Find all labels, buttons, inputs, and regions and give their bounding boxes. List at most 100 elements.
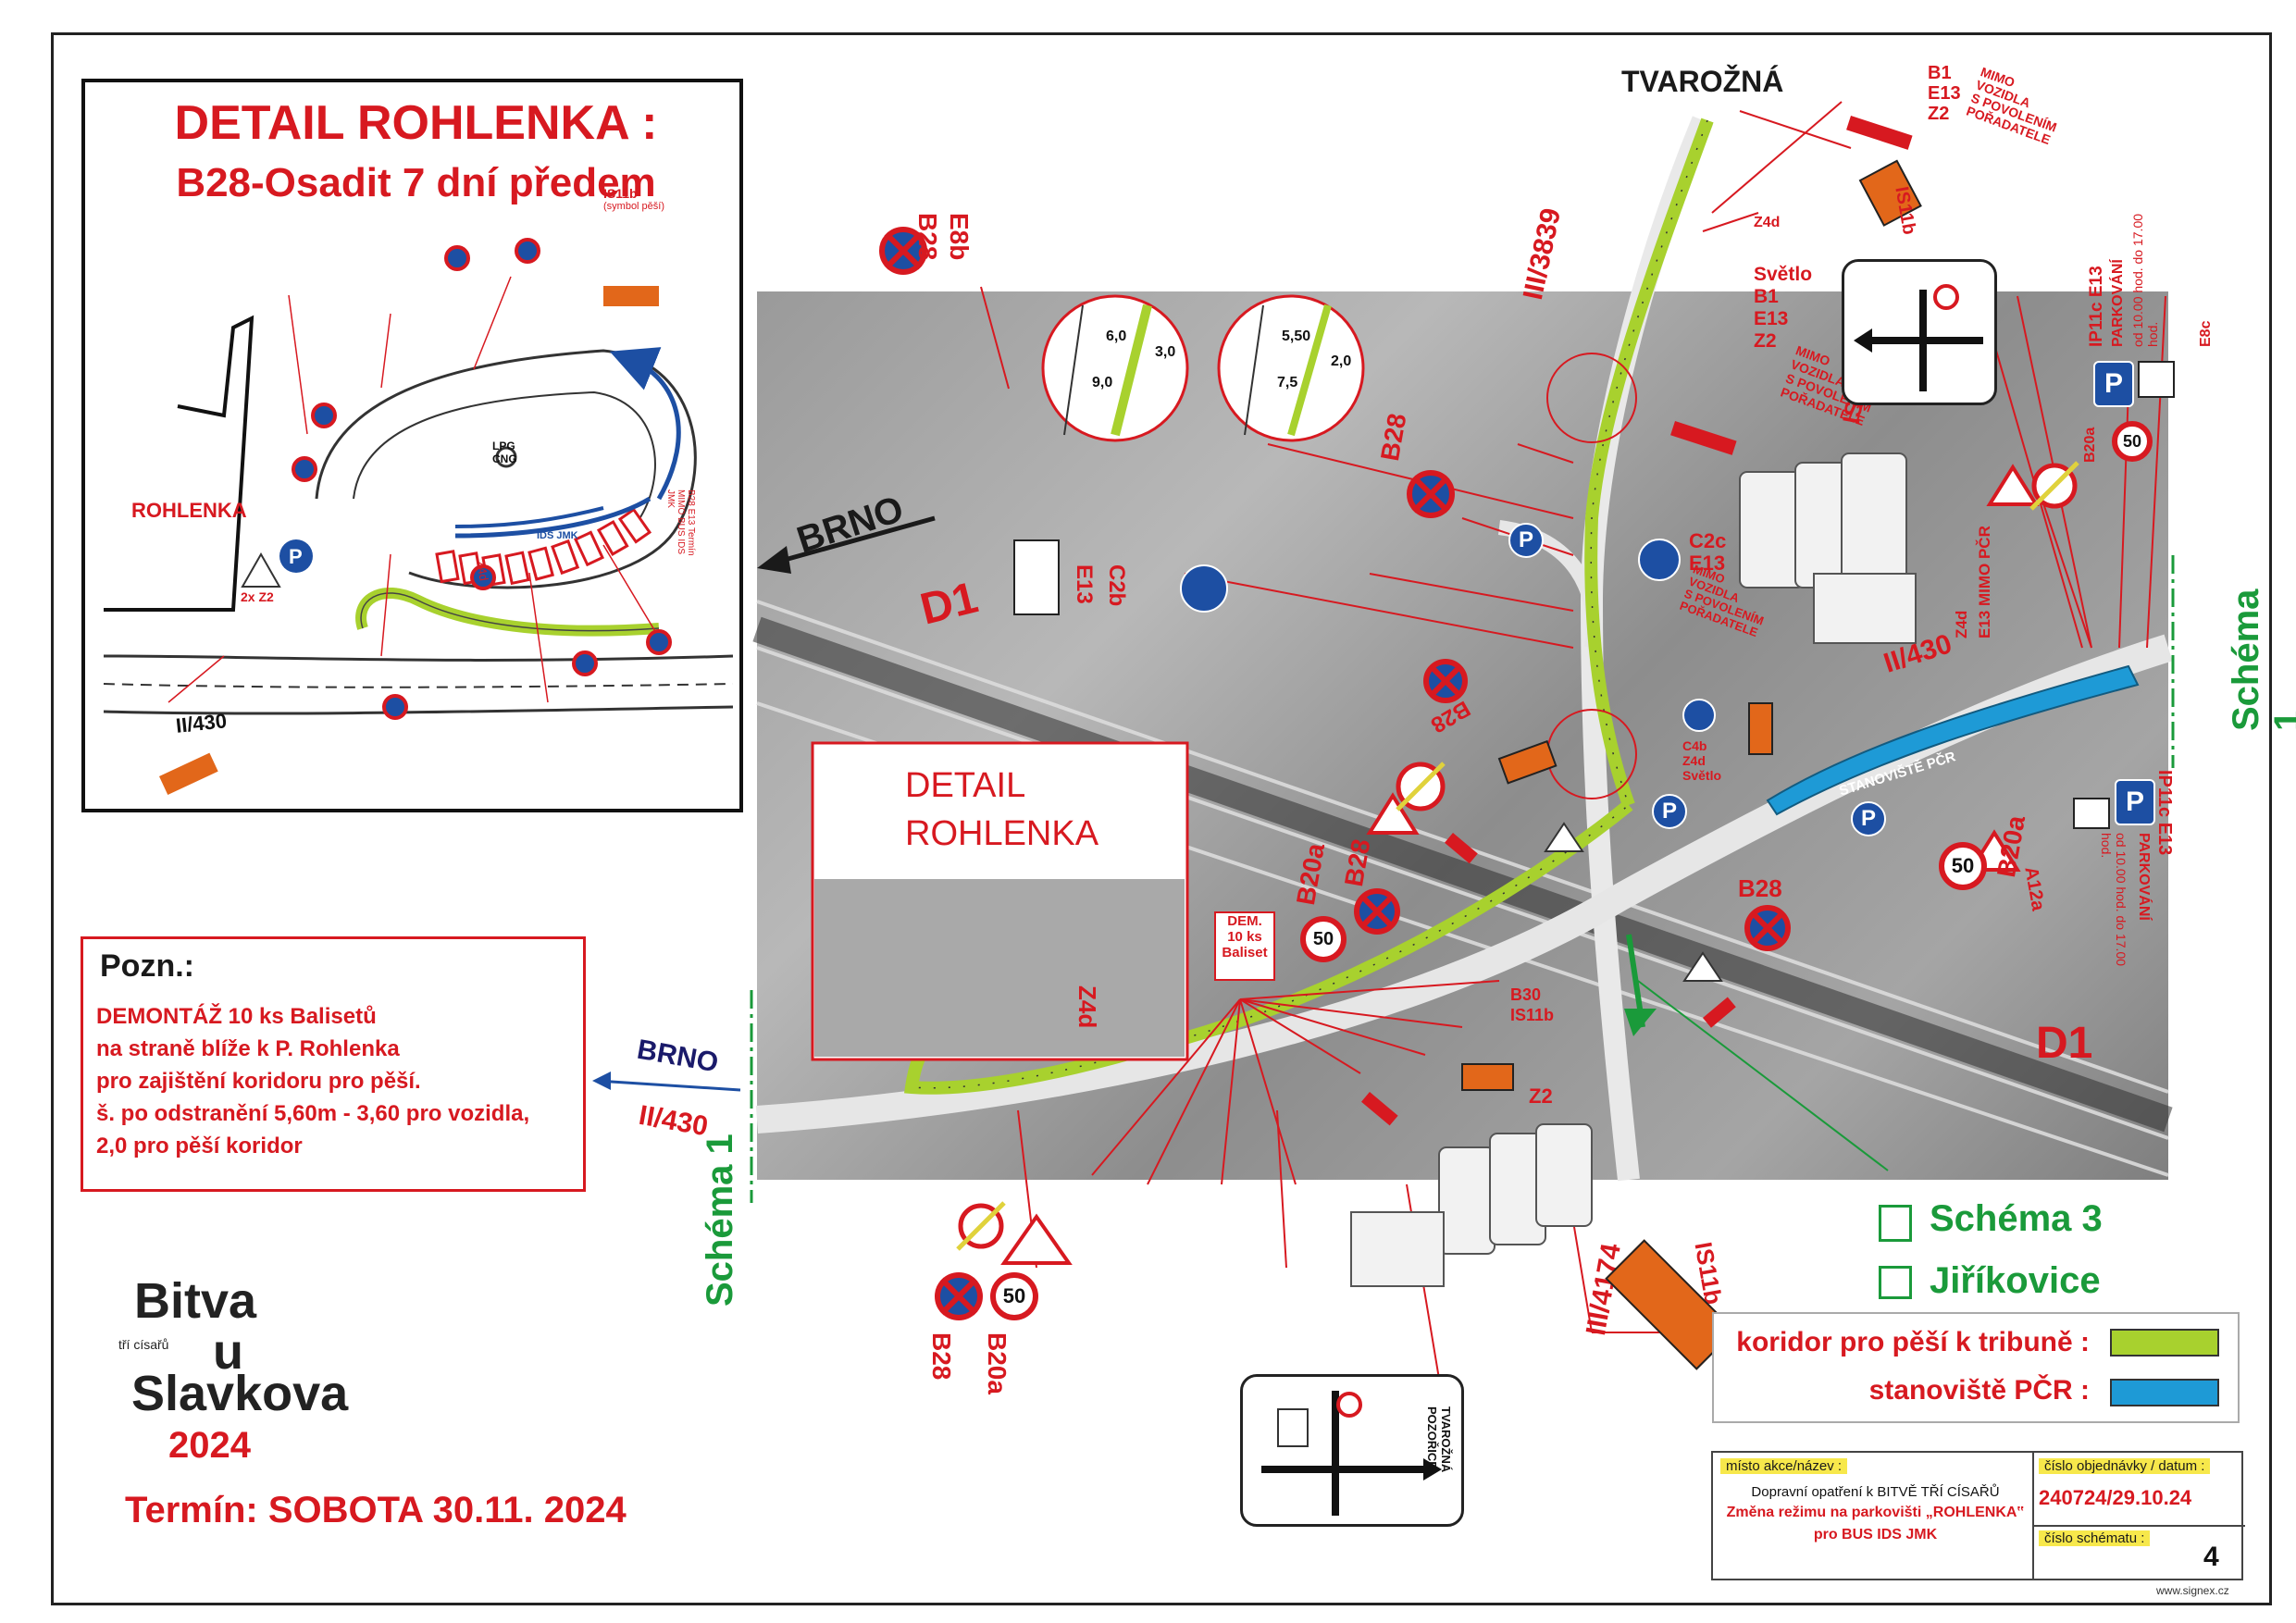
b28-top-label: B28	[913, 213, 942, 261]
parking-p-right: P	[1851, 801, 1886, 836]
ip11c-mid-label: IP11c E13	[2154, 770, 2175, 856]
z4d-top-label: Z4d	[1754, 215, 1781, 230]
detail-is11b-label: IS11b	[603, 186, 638, 201]
title-line3: pro BUS IDS JMK	[1813, 1527, 1938, 1542]
title-divider	[2032, 1453, 2034, 1579]
direction-sign-top	[1842, 259, 1997, 405]
c2b-info-plate	[1013, 539, 1060, 615]
svetlo-b1: B1	[1754, 286, 1779, 307]
detail-ids-label: IDS JMK	[537, 530, 578, 541]
b20a-top-right-label: B20a	[2082, 427, 2098, 463]
detail-cng-label: CNG	[492, 452, 517, 465]
z2-top: Z2	[1928, 104, 1950, 124]
c2c-label: C2c	[1689, 529, 1727, 552]
detail-overlay-line1: DETAIL	[905, 766, 1026, 805]
speed-50-mid: 50	[1300, 916, 1347, 962]
schema3-label: Schéma 3	[1930, 1198, 2103, 1239]
drawing-frame	[51, 32, 2272, 1605]
parking-plate-mid-right	[2073, 798, 2110, 829]
event-logo-line1: Bitva	[134, 1273, 257, 1329]
footer-url: www.signex.cz	[2156, 1584, 2229, 1597]
b20a-bottom-label: B20a	[983, 1332, 1011, 1394]
b1-top: B1	[1928, 63, 1952, 83]
e8c-label: E8c	[2198, 320, 2214, 347]
b28-right-label: B28	[1738, 874, 1782, 902]
direction-sign-bottom	[1240, 1374, 1464, 1527]
dem-line1: DEM.	[1227, 913, 1262, 929]
detail-drawing: P	[103, 238, 734, 795]
title-line1: Dopravní opatření k BITVĚ TŘÍ CÍSAŘŮ	[1751, 1484, 2000, 1500]
ip11c-top-label: IP11c E13	[2087, 266, 2106, 347]
od-do-top-label: od 10.00 hod. do 17.00 hod.	[2130, 213, 2160, 347]
legend-corridor-label: koridor pro pěší k tribuně :	[1736, 1327, 2090, 1357]
schema1-right-label: Schéma 1	[2226, 588, 2296, 731]
circle1-dim-c: 9,0	[1092, 375, 1113, 390]
dem-baliset-box: DEM. 10 ks Baliset	[1214, 911, 1275, 981]
note-line-5: 2,0 pro pěší koridor	[96, 1134, 303, 1158]
legend-corridor-swatch	[2110, 1329, 2219, 1357]
c4b-z4d: Z4d	[1682, 753, 1706, 768]
detail-zone-label: 2x Z2	[241, 589, 274, 604]
jirikovice-icon	[1879, 1266, 1912, 1299]
legend-pcr-label: stanoviště PČR :	[1868, 1375, 2090, 1406]
event-logo-year: 2024	[168, 1425, 251, 1466]
cislo-obj-value: 240724/29.10.24	[2039, 1486, 2192, 1509]
cislo-schematu-value: 4	[2203, 1542, 2219, 1572]
c2c-e13-label: E13	[1689, 551, 1726, 575]
pozorice-tvarozna-label: TVAROŽNÁ POZOŘICE	[1425, 1406, 1453, 1473]
legend-panel: koridor pro pěší k tribuně : stanoviště …	[1712, 1312, 2240, 1423]
b28-z4d-right-label: Z4d	[1953, 610, 1970, 638]
event-logo-line3: Slavkova	[131, 1366, 349, 1421]
is11b-stack-label: IS11b	[1510, 1006, 1555, 1024]
misto-label: místo akce/název :	[1720, 1458, 1848, 1474]
detail-rohlenka-panel: DETAIL ROHLENKA : B28-Osadit 7 dní přede…	[81, 79, 743, 812]
circle1-dim-b: 3,0	[1155, 344, 1176, 360]
c4b-label: C4b	[1682, 738, 1707, 753]
b28-sign-top	[879, 227, 927, 275]
event-logo-small: tří císařů	[118, 1337, 169, 1352]
detail-lpg-label: LPG	[492, 440, 515, 452]
circle2-dim-c: 7,5	[1277, 375, 1298, 390]
note-line-1: DEMONTÁŽ 10 ks Balisetů	[96, 1004, 377, 1029]
parking-plate-top-right	[2138, 361, 2175, 398]
title-block: místo akce/název : Dopravní opatření k B…	[1711, 1451, 2245, 1580]
b28-sign-bottom	[935, 1272, 983, 1320]
od-do-mid-label: od 10.00 hod. do 17.00 hod.	[2099, 833, 2128, 967]
speed-50-right: 50	[1939, 842, 1987, 890]
d1-bottom-label: D1	[2036, 1019, 2093, 1068]
b28-sign-mid	[1407, 470, 1455, 518]
title-line2: Změna režimu na parkovišti „ROHLENKA‟	[1726, 1505, 2025, 1520]
detail-subtitle: B28-Osadit 7 dní předem	[176, 160, 656, 205]
c2c-sign	[1638, 539, 1681, 581]
note-line-3: pro zajištění koridoru pro pěší.	[96, 1069, 421, 1094]
circle1-dim-a: 6,0	[1106, 328, 1127, 344]
mimo-pcr-label: E13 MIMO PČR	[1976, 526, 1993, 638]
detail-is11b-note: (symbol pěší)	[603, 201, 665, 212]
c4b-sign	[1682, 699, 1716, 732]
schema3-icon	[1879, 1205, 1912, 1242]
b28-sign-mid2	[1354, 888, 1400, 935]
dem-line2: 10 ks	[1227, 929, 1262, 945]
c4b-svetlo: Světlo	[1682, 768, 1722, 783]
note-line-2: na straně blíže k P. Rohlenka	[96, 1036, 400, 1061]
e13-top: E13	[1928, 83, 1961, 104]
note-title: Pozn.:	[100, 948, 194, 984]
c2b-sign	[1180, 564, 1228, 613]
parking-sign-top-right: P	[2093, 361, 2134, 407]
detail-place-label: ROHLENKA	[131, 499, 247, 522]
circle2-dim-a: 5,50	[1282, 328, 1311, 344]
b28-sign-right	[1744, 905, 1791, 951]
z2-bottom-label: Z2	[1529, 1084, 1553, 1108]
title-hdivider	[2032, 1525, 2245, 1527]
parking-sign-mid-right: P	[2115, 779, 2155, 825]
speed-50-top-right: 50	[2112, 421, 2153, 462]
svetlo-z2: Z2	[1754, 330, 1777, 352]
z4d-mid-label: Z4d	[1074, 985, 1101, 1029]
svetlo-label: Světlo	[1754, 264, 1813, 285]
dem-line3: Baliset	[1222, 945, 1268, 960]
tvarozna-label: TVAROŽNÁ	[1621, 65, 1784, 98]
detail-overlay-line2: ROHLENKA	[905, 814, 1099, 853]
note-line-4: š. po odstranění 5,60m - 3,60 pro vozidl…	[96, 1101, 530, 1126]
legend-pcr-swatch	[2110, 1379, 2219, 1406]
